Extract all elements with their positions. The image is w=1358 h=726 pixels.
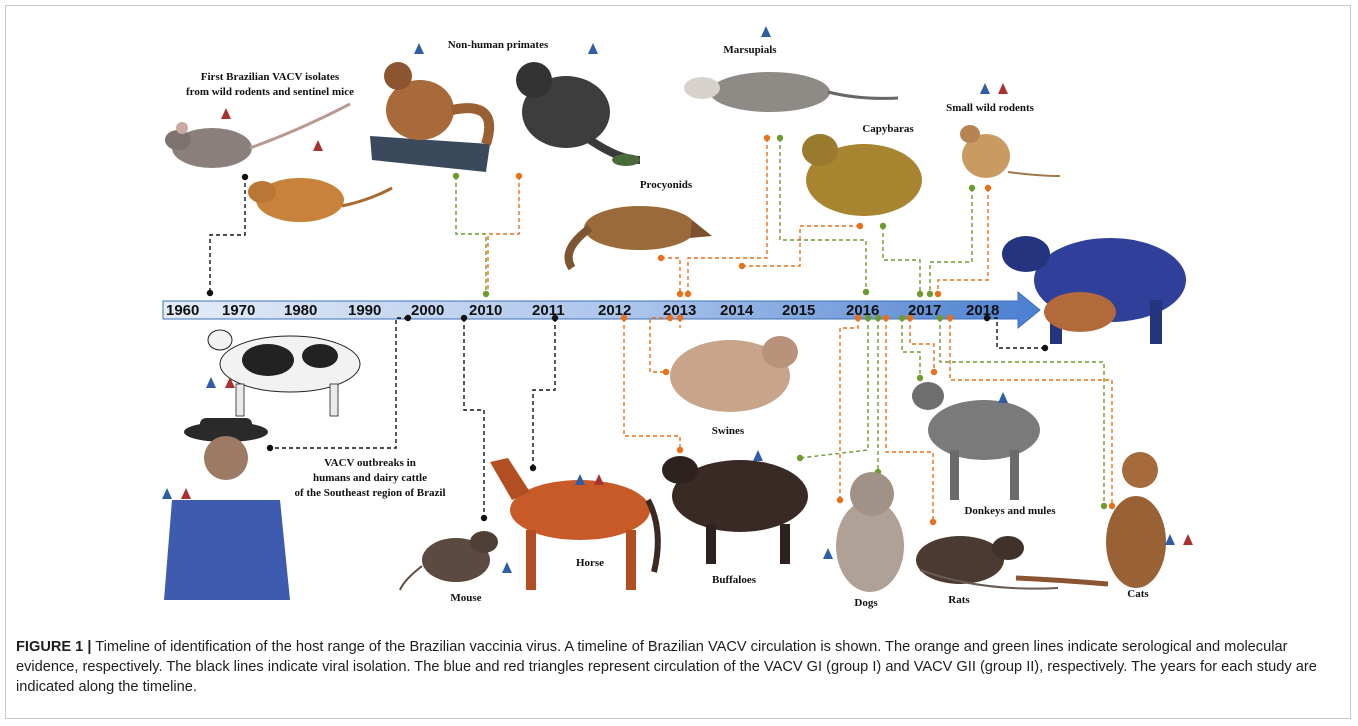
gi-triangle-icon [162,488,172,499]
label-capybaras: Capybaras [862,123,914,135]
year-2017: 2017 [908,302,941,319]
timeline-diagram: 1960 1970 1980 1990 2000 2010 2011 2012 … [0,0,1358,632]
swine-image [670,336,798,412]
label-outbreak-1: VACV outbreaks in [324,457,416,469]
year-1980: 1980 [284,302,317,319]
label-procyonids: Procyonids [640,179,693,191]
figure-caption: FIGURE 1 | Timeline of identification of… [16,637,1341,697]
connector-procyonids-orange [661,258,680,294]
year-2010: 2010 [469,302,502,319]
caption-text: Timeline of identification of the host r… [16,639,1317,695]
connector-mouse [464,318,484,518]
connector-small-rodents-orange [938,188,988,294]
label-mouse: Mouse [450,592,481,604]
connector-capybaras-orange [742,226,860,266]
buffalo-calf-image [1002,236,1186,344]
year-2011: 2011 [532,302,565,319]
label-buffaloes: Buffaloes [712,574,757,586]
label-donkeys-mules: Donkeys and mules [964,505,1056,517]
year-1960: 1960 [166,302,199,319]
figure-label: FIGURE 1 | [16,639,91,655]
gi-triangle-icon [1165,534,1175,545]
connector-primates-green [456,176,486,294]
year-2015: 2015 [782,302,815,319]
label-outbreak-2: humans and dairy cattle [313,472,427,484]
primate-black-image [516,62,640,166]
connector-donkeys-green [902,318,920,378]
gi-triangle-icon [761,26,771,37]
host-labels: First Brazilian VACV isolates from wild … [186,39,1149,609]
label-rats: Rats [948,594,970,606]
gi-triangle-icon [823,548,833,559]
gi-triangle-icon [206,377,216,388]
gi-triangle-icon [588,43,598,54]
connector-marsupials-orange [688,138,767,294]
mouse-image [400,531,498,590]
label-small-wild-rodents: Small wild rodents [946,102,1035,114]
connector-buffaloes-green [800,318,868,458]
primate-brown-image [370,62,490,172]
buffalo-image [662,456,808,564]
connector-capybaras-green [883,226,920,294]
marsupial-image [684,72,898,112]
year-2018: 2018 [966,302,999,319]
small-rodent-image [960,125,1060,178]
gii-triangle-icon [594,474,604,485]
label-dogs: Dogs [854,597,878,609]
connector-donkeys-orange [910,318,934,372]
label-first-isolates-1: First Brazilian VACV isolates [201,71,340,83]
gi-triangle-icon [998,392,1008,403]
connector-first-isolates [210,177,245,292]
gii-triangle-icon [1183,534,1193,545]
gi-triangle-icon [753,450,763,461]
label-marsupials: Marsupials [723,44,777,56]
gii-triangle-icon [181,488,191,499]
label-outbreak-3: of the Southeast region of Brazil [294,487,445,499]
gi-triangle-icon [502,562,512,573]
horse-image [490,458,658,590]
label-non-human-primates: Non-human primates [448,39,549,51]
connector-buffalo-calf [987,318,1045,348]
gii-triangle-icon [313,140,323,151]
label-cats: Cats [1127,588,1149,600]
year-1970: 1970 [222,302,255,319]
year-2000: 2000 [411,302,444,319]
dog-image [836,472,904,592]
connector-swines-orange [650,318,670,372]
gi-triangle-icon [980,83,990,94]
label-swines: Swines [712,425,745,437]
gi-triangle-icon [575,474,585,485]
connector-dogs-orange [840,318,858,500]
wild-rodent-grey-image [165,104,350,168]
cow-image [208,330,360,416]
connector-primates-orange [488,176,519,294]
year-1990: 1990 [348,302,381,319]
gi-triangle-icon [414,43,424,54]
year-2014: 2014 [720,302,754,319]
gii-triangle-icon [221,108,231,119]
label-first-isolates-2: from wild rodents and sentinel mice [186,86,354,98]
cat-image [1016,452,1166,588]
connector-small-rodents-green [930,188,972,294]
gii-triangle-icon [998,83,1008,94]
year-2016: 2016 [846,302,879,319]
donkey-image [912,382,1040,500]
capybara-image [802,134,922,216]
connector-horse [533,318,555,468]
sentinel-mouse-orange-image [248,178,392,222]
label-horse: Horse [576,557,604,569]
